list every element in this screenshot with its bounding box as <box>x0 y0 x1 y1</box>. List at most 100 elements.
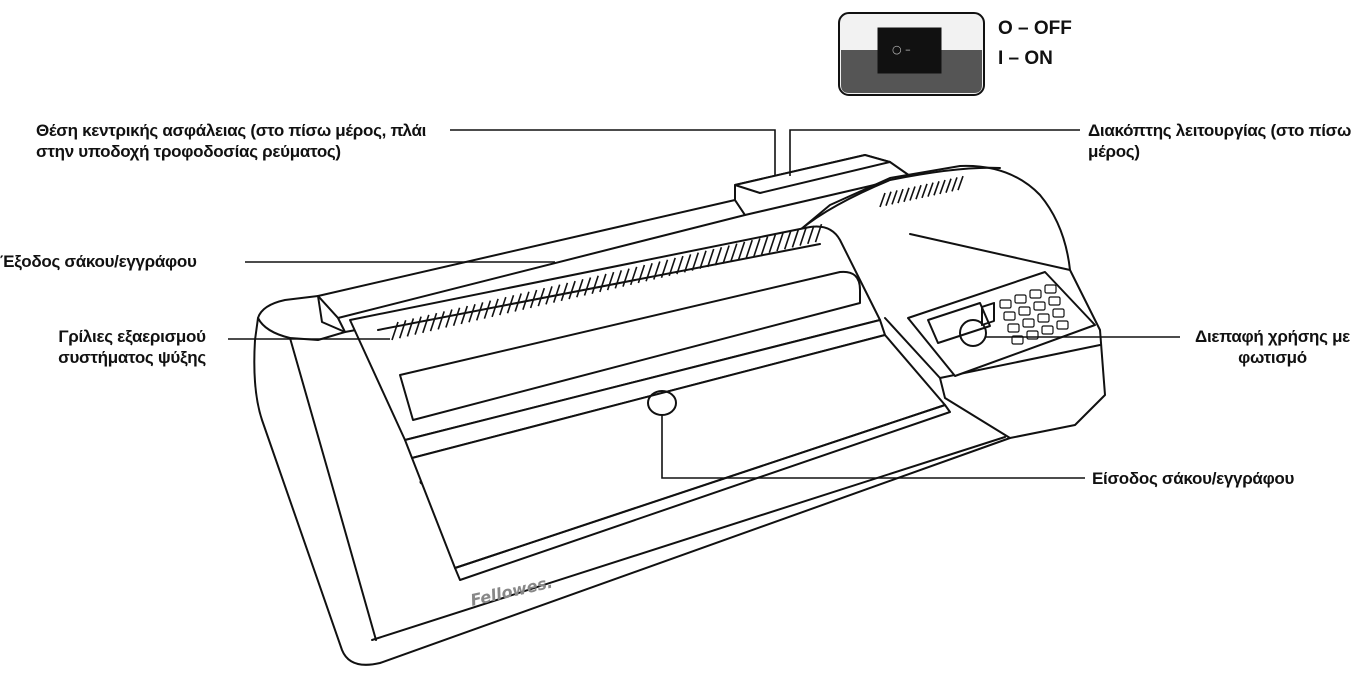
rocker-switch-mark: ○ – <box>892 43 911 56</box>
vent-slot <box>879 192 886 208</box>
keypad-button <box>1037 313 1050 323</box>
vent-slot <box>706 248 715 268</box>
keypad-button <box>1029 289 1042 299</box>
vent-slot <box>915 184 922 200</box>
control-panel <box>907 271 1096 377</box>
vent-slot <box>522 291 530 310</box>
vent-slot <box>737 241 746 261</box>
keypad-button <box>1022 318 1035 328</box>
vent-slot <box>653 261 661 280</box>
keypad-button <box>1052 308 1065 318</box>
callout-user-interface: Διεπαφή χρήσης με φωτισμό <box>1195 327 1350 367</box>
keypad-button <box>1003 311 1016 321</box>
vent-slot <box>683 254 692 273</box>
vent-slot <box>506 295 515 314</box>
vent-slot <box>452 307 461 327</box>
vent-slot <box>676 255 684 275</box>
vent-slot <box>499 296 507 316</box>
vent-slot <box>891 190 898 205</box>
vent-slot <box>637 264 646 284</box>
vent-slot <box>599 273 607 293</box>
vent-slot <box>714 246 723 266</box>
callout-power-switch: Διακόπτης λειτουργίας (στο πίσω μέρος) <box>1088 121 1352 161</box>
control-panel-ring <box>959 319 987 347</box>
vent-slot <box>414 316 422 335</box>
callout-pouch-exit: Έξοδος σάκου/εγγράφου <box>0 252 197 271</box>
vent-slot <box>645 263 653 282</box>
vent-slot <box>921 183 928 199</box>
control-panel-switch <box>981 301 995 326</box>
vent-slot <box>398 319 407 339</box>
legend-on: I – ON <box>998 48 1053 69</box>
vent-slot <box>745 239 753 259</box>
vent-slot <box>445 309 453 328</box>
leader-power-switch <box>789 129 1080 176</box>
vent-slot <box>560 282 569 302</box>
vent-slot <box>814 223 823 243</box>
vent-slot <box>909 186 916 201</box>
keypad-button <box>999 299 1012 309</box>
vent-slot <box>668 257 676 277</box>
keypad-button <box>1011 335 1024 345</box>
vent-slot <box>897 188 904 204</box>
vent-slot <box>483 300 492 319</box>
cooling-vent-slots <box>391 223 823 341</box>
keypad-button <box>1018 306 1031 316</box>
vent-slot <box>903 187 910 203</box>
vent-slot <box>722 245 730 264</box>
rear-block-top <box>734 154 891 194</box>
vent-slot <box>437 311 445 330</box>
right-housing-top <box>799 166 1001 231</box>
left-end-cap-face <box>289 337 377 641</box>
vent-slot <box>768 234 777 254</box>
vent-slot <box>760 236 769 255</box>
vent-slot <box>614 270 623 289</box>
vent-slot <box>660 259 669 278</box>
keypad-buttons <box>999 284 1069 345</box>
top-vent-slots <box>879 175 964 208</box>
right-housing-front <box>939 377 1011 439</box>
vent-slot <box>939 179 946 195</box>
rocker-switch <box>877 27 942 74</box>
keypad-button <box>1033 301 1046 311</box>
vent-slot <box>776 232 784 252</box>
keypad-button <box>1014 294 1027 304</box>
vent-slot <box>730 243 738 262</box>
vent-slot <box>514 293 522 312</box>
vent-slot <box>957 175 964 191</box>
vent-slot <box>799 227 807 246</box>
vent-slot <box>475 302 484 321</box>
vent-slot <box>807 225 815 245</box>
exit-slot-frame <box>399 270 861 421</box>
vent-slot <box>391 321 399 341</box>
vent-slot <box>791 229 800 248</box>
vent-slot <box>460 305 469 325</box>
vent-slot <box>622 268 630 287</box>
keypad-button <box>1007 323 1020 333</box>
vent-slot <box>753 238 761 257</box>
vent-slot <box>422 314 430 334</box>
vent-slot <box>927 182 934 197</box>
switch-legend: O – OFF I – ON <box>998 14 1072 74</box>
vent-slot <box>406 318 415 337</box>
keypad-button <box>1048 296 1061 306</box>
vent-slot <box>933 181 940 196</box>
leader-main-fuse <box>450 129 776 176</box>
vent-slot <box>545 286 553 305</box>
left-top-ridge <box>317 295 346 333</box>
vent-slot <box>568 280 576 300</box>
vent-slot <box>576 279 584 298</box>
callout-cooling-vents: Γρίλιες εξαερισμού συστήματος ψύξης <box>58 327 206 367</box>
leader-pouch-entry <box>661 415 1085 479</box>
vent-slot <box>468 303 476 323</box>
vent-slot <box>885 191 892 206</box>
vent-slot <box>429 312 438 332</box>
legend-off: O – OFF <box>998 18 1072 39</box>
right-housing-seam <box>909 233 1071 271</box>
vent-slot <box>951 177 958 192</box>
keypad-button <box>1041 325 1054 335</box>
vent-slot <box>491 298 499 318</box>
vent-slot <box>606 271 615 291</box>
